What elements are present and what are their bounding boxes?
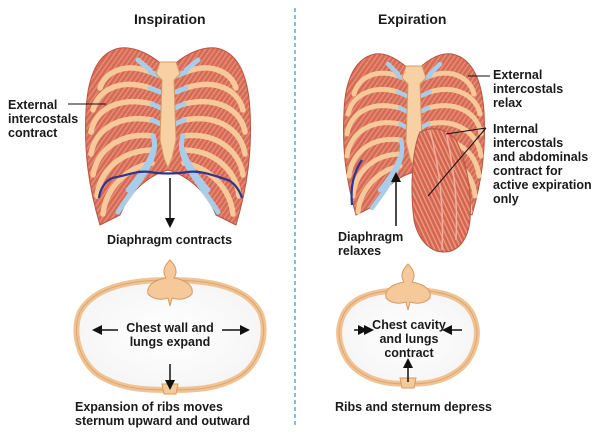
label-external-intercostals-relax: External intercostals relax <box>493 68 564 110</box>
label-internal-intercostals: Internal intercostals and abdominals con… <box>493 122 592 206</box>
left-ribcage-icon <box>85 47 251 226</box>
label-diaphragm-relaxes: Diaphragm relaxes <box>338 230 404 258</box>
right-cross-section-icon <box>336 263 480 389</box>
caption-expiration: Ribs and sternum depress <box>335 400 492 414</box>
label-chest-wall-expand: Chest wall and lungs expand <box>126 321 214 349</box>
right-ribcage-icon <box>343 53 485 253</box>
left-cross-section-icon <box>73 259 267 395</box>
caption-inspiration: Expansion of ribs moves sternum upward a… <box>75 400 251 428</box>
diaphragm-arrow-up <box>391 172 401 226</box>
leader-internal-2 <box>427 127 487 197</box>
expiration-title: Expiration <box>378 11 447 27</box>
diaphragm-arrow-down <box>165 178 175 228</box>
leader-internal-1 <box>445 127 487 135</box>
inspiration-title: Inspiration <box>134 11 206 27</box>
label-chest-cavity-contract: Chest cavity and lungs contract <box>372 318 446 360</box>
label-external-intercostals-contract: External intercostals contract <box>8 98 79 140</box>
label-diaphragm-contracts: Diaphragm contracts <box>107 233 233 247</box>
